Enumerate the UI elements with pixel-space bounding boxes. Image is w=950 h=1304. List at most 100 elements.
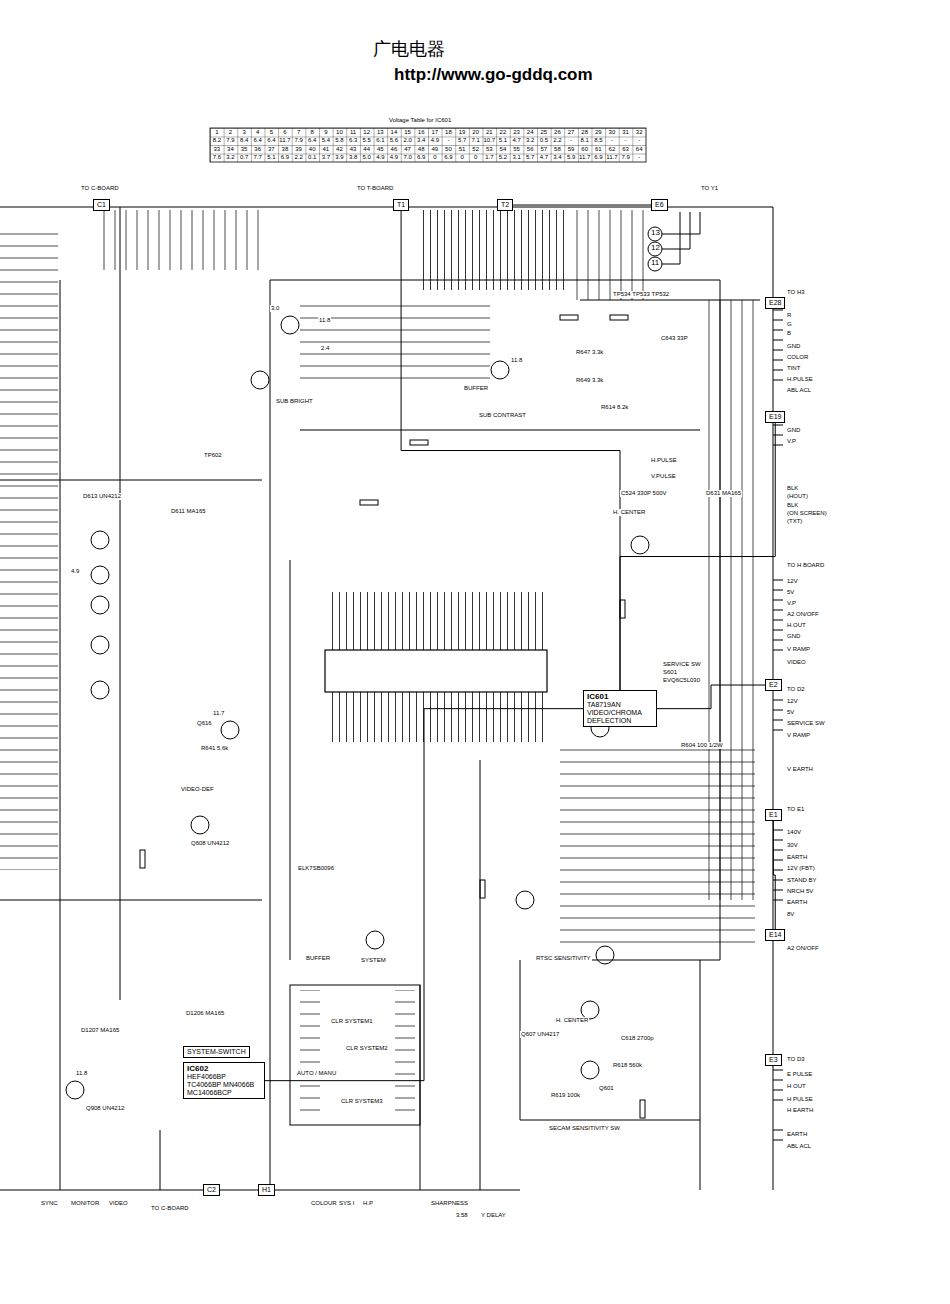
wire	[265, 709, 583, 1081]
table-cell: 9	[319, 129, 333, 136]
table-cell: 46	[387, 146, 401, 153]
wire	[620, 423, 775, 690]
table-cell: -	[619, 137, 633, 144]
table-cell: 34	[224, 146, 238, 153]
table-cell: 7.0	[401, 154, 415, 161]
schematic-label: D631 MA165	[705, 490, 742, 497]
schematic-label: Q908 UN4212	[85, 1105, 125, 1112]
table-cell: 18	[442, 129, 456, 136]
schematic-label: BUFFER	[305, 955, 331, 962]
schematic-label: C643 33P	[660, 335, 689, 342]
table-cell: 5.0	[360, 154, 374, 161]
schematic-label: TP602	[203, 452, 223, 459]
schematic-label: D1206 MA165	[185, 1010, 225, 1017]
table-cell: 5.2	[496, 154, 510, 161]
table-cell: 7.9	[224, 137, 238, 144]
table-cell: 12	[360, 129, 374, 136]
table-title: Voltage Table for IC601	[388, 117, 452, 124]
table-cell: 0	[428, 154, 442, 161]
table-cell: 0	[455, 154, 469, 161]
table-cell: 7.6	[210, 154, 224, 161]
schematic-label: EARTH	[786, 1131, 808, 1138]
schematic-label: R618 560k	[612, 1062, 643, 1069]
schematic-label: R604 100 1/2W	[680, 742, 724, 749]
schematic-label: SERVICE SW	[662, 661, 702, 668]
table-cell: 26	[551, 129, 565, 136]
schematic-label: 140V	[786, 829, 802, 836]
node-text: E19	[769, 413, 781, 421]
table-cell: 5.4	[319, 137, 333, 144]
table-cell: 49	[428, 146, 442, 153]
ic-box: SYSTEM-SWITCH	[183, 1046, 250, 1058]
node-text: E3	[769, 1056, 778, 1064]
table-cell: 8.2	[210, 137, 224, 144]
table-cell: 41	[319, 146, 333, 153]
table-cell: 54	[496, 146, 510, 153]
table-cell: 6.4	[305, 137, 319, 144]
schematic-label: TO E1	[786, 806, 805, 813]
schematic-label: 11.8	[510, 357, 523, 364]
table-cell: 8.1	[578, 137, 592, 144]
table-cell: 2.2	[292, 154, 306, 161]
table-cell: 10	[333, 129, 347, 136]
table-cell: 6.9	[414, 154, 428, 161]
table-cell: 3.9	[333, 154, 347, 161]
table-cell: -	[632, 154, 646, 161]
node-text: IC602	[187, 1064, 261, 1073]
schematic-label: 12	[650, 244, 661, 253]
schematic-label: VIDEO	[108, 1200, 129, 1207]
schematic-label: 11.8	[318, 317, 331, 324]
wire	[513, 205, 651, 206]
table-cell: 28	[578, 129, 592, 136]
table-cell: 61	[592, 146, 606, 153]
node-text: E2	[769, 681, 778, 689]
schematic-label: Q608 UN4212	[190, 840, 230, 847]
table-cell: 7.9	[292, 137, 306, 144]
table-cell: 50	[442, 146, 456, 153]
table-cell: 35	[237, 146, 251, 153]
table-cell: 2.2	[551, 137, 565, 144]
table-cell: 37	[265, 146, 279, 153]
schematic-label: VIDEO	[786, 659, 807, 666]
schematic-label: SYS I	[338, 1200, 355, 1207]
table-cell: 56	[523, 146, 537, 153]
schematic-label: Q601	[598, 1085, 615, 1092]
schematic-label: EVQ6C5L030	[662, 677, 701, 684]
schematic-label: 13	[650, 229, 661, 238]
wire	[657, 685, 765, 709]
connector-box: E14	[765, 929, 785, 941]
schematic-label: V.P	[786, 438, 797, 445]
schematic-label: R649 3.3k	[575, 377, 604, 384]
schematic-label: SECAM SENSITIVITY SW	[548, 1125, 621, 1132]
table-cell: 8	[305, 129, 319, 136]
table-cell: 60	[578, 146, 592, 153]
schematic-label: B	[786, 330, 792, 337]
table-cell: 19	[455, 129, 469, 136]
schematic-label: EARTH	[786, 854, 808, 861]
node-text: TA8719AN	[587, 701, 653, 709]
schematic-label: TINT	[786, 365, 801, 372]
schematic-label: GND	[786, 427, 801, 434]
table-cell: 0	[469, 154, 483, 161]
schematic-label: H. CENTER	[612, 509, 646, 516]
schematic-label: 3.58	[455, 1212, 469, 1219]
connector-box: E3	[765, 1054, 782, 1066]
connector-box: C2	[203, 1184, 220, 1196]
ic-box: IC601TA8719ANVIDEO/CHROMA DEFLECTION	[583, 690, 657, 727]
table-cell: 0.1	[305, 154, 319, 161]
connector-box: E1	[765, 809, 782, 821]
table-cell: 2	[224, 129, 238, 136]
table-cell: 3.2	[523, 137, 537, 144]
schematic-label: COLOUR	[310, 1200, 338, 1207]
schematic-label: TO D2	[786, 686, 806, 693]
table-cell: 39	[292, 146, 306, 153]
schematic-label: V RAMP	[786, 732, 811, 739]
schematic-label: D613 UN4212	[82, 493, 122, 500]
schematic-label: TO Y1	[700, 185, 719, 192]
schematic-label: 12V	[786, 698, 799, 705]
connector-box: T2	[497, 199, 513, 211]
table-cell: 4.9	[428, 137, 442, 144]
node-text: C1	[97, 201, 106, 209]
table-cell: 2.0	[401, 137, 415, 144]
schematic-label: R619 100k	[550, 1092, 581, 1099]
